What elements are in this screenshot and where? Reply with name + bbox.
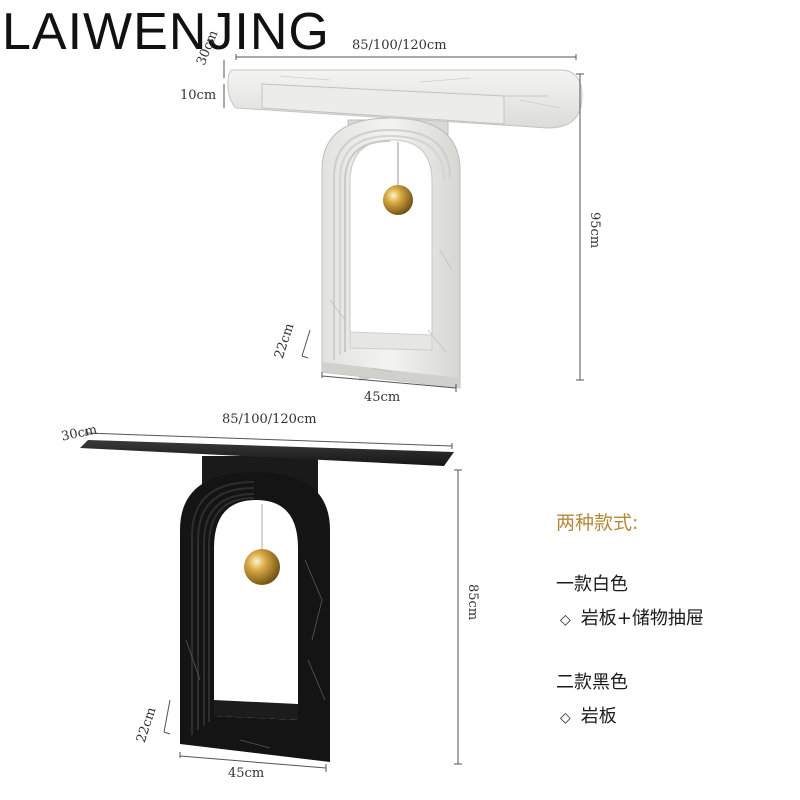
white-drawer-label: 10cm (180, 88, 217, 103)
white-width-label: 85/100/120cm (352, 38, 447, 53)
white-height-label: 95cm (587, 212, 602, 249)
style2-name: 二款黑色 (556, 672, 628, 693)
white-base-width-label: 45cm (364, 390, 401, 405)
white-dimension-lines (223, 54, 584, 392)
style1-name: 一款白色 (556, 574, 628, 595)
styles-title: 两种款式: (556, 512, 639, 534)
brand-logo: LAIWENJING (2, 3, 330, 61)
style1-description: ◇岩板+储物抽屉 (560, 608, 704, 629)
diamond-icon: ◇ (560, 710, 571, 726)
black-dimension-lines (85, 430, 462, 772)
black-width-label: 85/100/120cm (222, 412, 317, 427)
diamond-icon: ◇ (560, 612, 571, 628)
black-height-label: 85cm (465, 584, 480, 621)
style2-description: ◇岩板 (560, 706, 617, 727)
black-console-table (80, 440, 454, 762)
white-console-table (227, 69, 583, 389)
black-base-width-label: 45cm (228, 766, 265, 781)
